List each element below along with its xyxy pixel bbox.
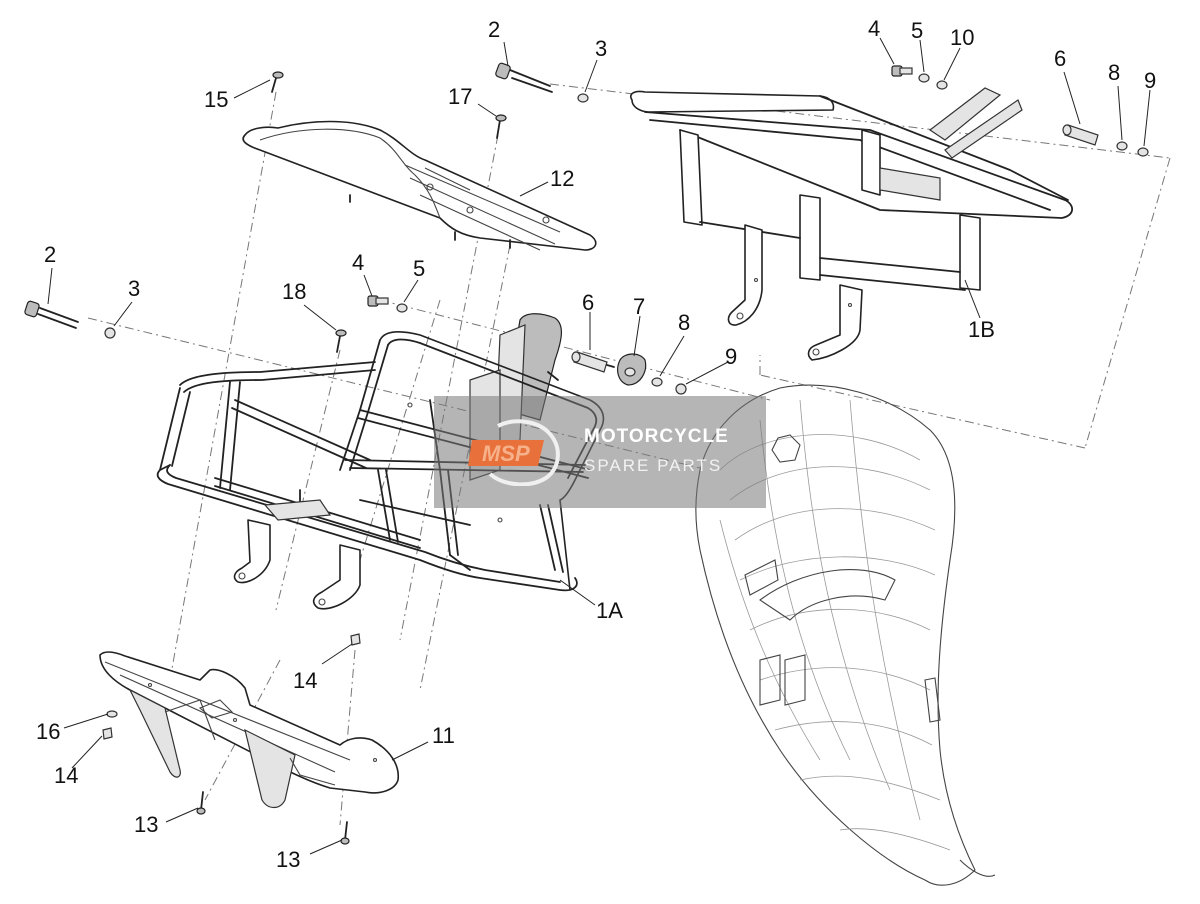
luggage-plate-12 bbox=[242, 120, 597, 251]
label-11: 11 bbox=[432, 723, 455, 748]
hardware-left bbox=[24, 295, 687, 395]
label-2-top: 2 bbox=[488, 17, 500, 42]
label-15: 15 bbox=[204, 87, 228, 112]
label-6-top: 6 bbox=[1054, 46, 1066, 71]
assembly-axis-lines bbox=[87, 83, 1171, 826]
leg-shield-outline bbox=[695, 384, 996, 886]
label-6-mid: 6 bbox=[582, 290, 594, 315]
bottom-cover-11 bbox=[99, 633, 399, 845]
msp-logo-badge bbox=[468, 440, 544, 466]
label-13-left: 13 bbox=[134, 812, 158, 837]
label-14-upper: 14 bbox=[293, 668, 317, 693]
label-8-mid: 8 bbox=[678, 310, 690, 335]
hardware-top bbox=[271, 62, 1149, 157]
label-4-mid: 4 bbox=[352, 250, 364, 275]
label-16: 16 bbox=[36, 719, 60, 744]
watermark-subtitle: SPARE PARTS bbox=[584, 456, 723, 475]
label-17: 17 bbox=[448, 84, 472, 109]
label-4-top: 4 bbox=[868, 16, 880, 41]
label-2-left: 2 bbox=[44, 242, 56, 267]
leader-lines bbox=[47, 37, 1151, 855]
label-1B: 1B bbox=[968, 317, 995, 342]
label-5-top: 5 bbox=[911, 18, 923, 43]
label-9-mid: 9 bbox=[725, 344, 737, 369]
label-18: 18 bbox=[282, 279, 306, 304]
label-10: 10 bbox=[950, 25, 974, 50]
msp-logo-icon: MSP bbox=[468, 419, 560, 486]
part-labels: 2 3 4 5 10 6 8 9 15 17 12 2 3 4 5 18 6 7… bbox=[36, 16, 1156, 872]
label-14-lower: 14 bbox=[54, 763, 78, 788]
msp-logo-text: MSP bbox=[482, 441, 530, 466]
label-5-mid: 5 bbox=[413, 256, 425, 281]
label-7: 7 bbox=[633, 294, 645, 319]
label-1A: 1A bbox=[596, 598, 623, 623]
label-3-top: 3 bbox=[595, 36, 607, 61]
rear-rack-1B bbox=[629, 87, 1074, 361]
label-3-left: 3 bbox=[128, 276, 140, 301]
watermark-title: MOTORCYCLE bbox=[584, 426, 729, 447]
label-9-top: 9 bbox=[1144, 68, 1156, 93]
label-8-top: 8 bbox=[1108, 60, 1120, 85]
label-12: 12 bbox=[550, 166, 574, 191]
watermark-banner: MSP MOTORCYCLE SPARE PARTS bbox=[434, 396, 766, 508]
label-13-right: 13 bbox=[276, 847, 300, 872]
